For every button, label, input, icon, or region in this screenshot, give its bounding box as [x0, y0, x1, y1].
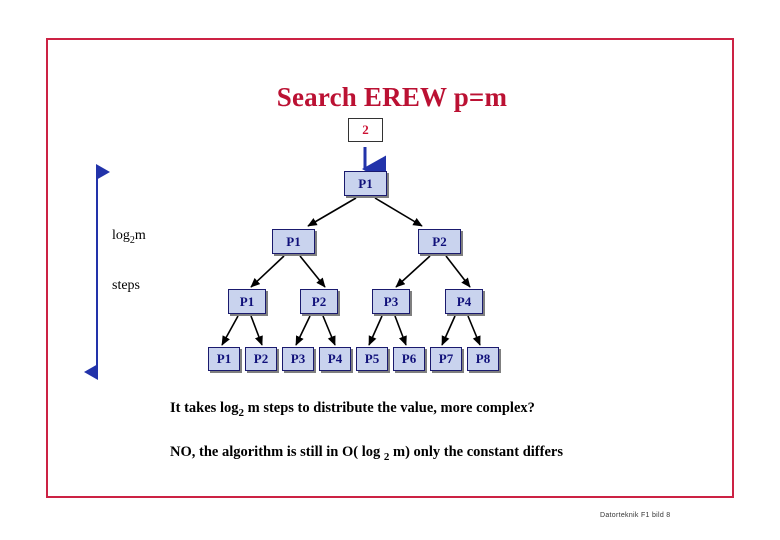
slide-frame: Search EREW p=m	[46, 38, 734, 498]
tree-node-l4-2[interactable]: P3	[282, 347, 314, 371]
tree-node-l4-7[interactable]: P8	[467, 347, 499, 371]
tree-node-l3-3[interactable]: P4	[445, 289, 483, 314]
tree-node-root[interactable]: P1	[344, 171, 387, 196]
body-line-1-pre: It takes log	[170, 400, 239, 416]
tree-node-l2-1[interactable]: P2	[418, 229, 461, 254]
tree-node-l3-1[interactable]: P2	[300, 289, 338, 314]
tree-node-l4-4[interactable]: P5	[356, 347, 388, 371]
value-box: 2	[348, 118, 383, 142]
body-line-2-pre: NO, the algorithm is still in O( log	[170, 444, 384, 460]
tree-node-l4-5[interactable]: P6	[393, 347, 425, 371]
steps-label: steps	[112, 278, 140, 293]
log-steps-label: log2m	[112, 228, 146, 246]
tree-node-l3-0[interactable]: P1	[228, 289, 266, 314]
tree-node-l4-3[interactable]: P4	[319, 347, 351, 371]
body-line-2: NO, the algorithm is still in O( log 2 m…	[170, 444, 563, 463]
tree-node-l2-0[interactable]: P1	[272, 229, 315, 254]
tree-node-l4-0[interactable]: P1	[208, 347, 240, 371]
body-line-1-post: m steps to distribute the value, more co…	[243, 400, 535, 416]
slide-title: Search EREW p=m	[276, 82, 508, 112]
log-suffix: m	[134, 228, 146, 243]
footer-text: Datorteknik F1 bild 8	[600, 512, 671, 519]
tree-node-l4-6[interactable]: P7	[430, 347, 462, 371]
log-prefix: log	[112, 228, 130, 243]
log-subscript: 2	[129, 234, 135, 246]
tree-node-l4-1[interactable]: P2	[245, 347, 277, 371]
body-line-2-sub: 2	[383, 450, 390, 463]
body-line-2-post: m) only the constant differs	[389, 444, 563, 460]
tree-node-l3-2[interactable]: P3	[372, 289, 410, 314]
body-line-1: It takes log2 m steps to distribute the …	[170, 400, 535, 419]
body-line-1-sub: 2	[238, 406, 244, 419]
